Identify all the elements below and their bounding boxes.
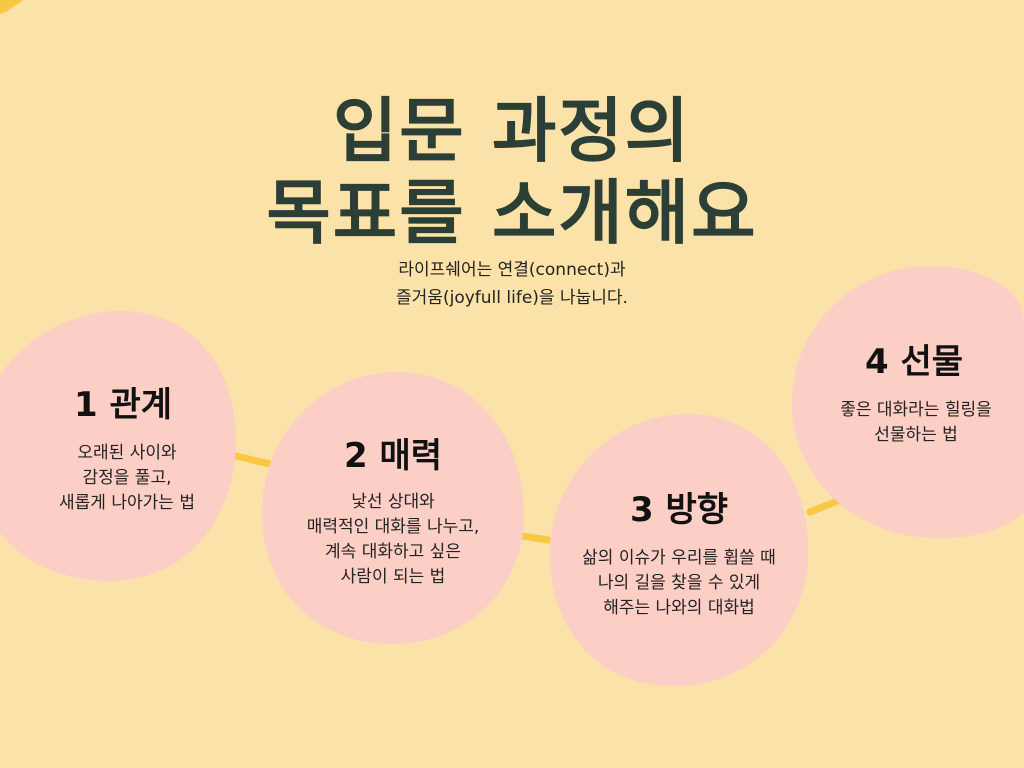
step-card-2: 2 매력 낯선 상대와 매력적인 대화를 나누고, 계속 대화하고 싶은 사람이…	[258, 368, 528, 648]
step-desc-3-line: 해주는 나와의 대화법	[603, 598, 755, 618]
title-line-2: 목표를 소개해요	[266, 172, 758, 254]
step-desc-1: 오래된 사이와 감정을 풀고, 새롭게 나아가는 법	[0, 441, 262, 516]
blob-shape-1	[0, 311, 236, 581]
step-card-3: 3 방향 삶의 이슈가 우리를 휩쓸 때 나의 길을 찾을 수 있게 해주는 나…	[544, 410, 814, 690]
blob-shape-2	[262, 372, 525, 645]
subtitle-line-1: 라이프쉐어는 연결(connect)과	[398, 260, 626, 280]
step-desc-4: 좋은 대화라는 힐링을 선물하는 법	[798, 398, 1024, 448]
title-line-1: 입문 과정의	[332, 90, 692, 172]
step-desc-2: 낯선 상대와 매력적인 대화를 나누고, 계속 대화하고 싶은 사람이 되는 법	[258, 490, 528, 590]
step-desc-1-line: 오래된 사이와	[77, 443, 177, 463]
step-desc-3-line: 나의 길을 찾을 수 있게	[597, 573, 761, 593]
step-desc-2-line: 매력적인 대화를 나누고,	[306, 517, 480, 537]
step-desc-3: 삶의 이슈가 우리를 휩쓸 때 나의 길을 찾을 수 있게 해주는 나와의 대화…	[544, 546, 814, 621]
step-desc-2-line: 계속 대화하고 싶은	[325, 542, 461, 562]
step-desc-3-line: 삶의 이슈가 우리를 휩쓸 때	[582, 548, 776, 568]
step-desc-4-line: 좋은 대화라는 힐링을	[840, 400, 992, 420]
subtitle-line-2: 즐거움(joyfull life)을 나눕니다.	[396, 288, 628, 308]
step-title-2: 2 매력	[343, 436, 443, 476]
step-card-1: 1 관계 오래된 사이와 감정을 풀고, 새롭게 나아가는 법	[0, 305, 240, 585]
step-title-3: 3 방향	[629, 490, 729, 530]
step-desc-1-line: 새롭게 나아가는 법	[59, 493, 195, 513]
step-desc-4-line: 선물하는 법	[874, 425, 958, 445]
step-title-1: 1 관계	[73, 385, 173, 425]
page-subtitle: 라이프쉐어는 연결(connect)과 즐거움(joyfull life)을 나…	[0, 256, 1024, 312]
blob-shape-3	[549, 413, 809, 687]
step-desc-2-line: 낯선 상대와	[351, 492, 435, 512]
page-title: 입문 과정의 목표를 소개해요	[0, 90, 1024, 254]
corner-decoration	[0, 0, 24, 14]
step-desc-2-line: 사람이 되는 법	[340, 567, 446, 587]
step-card-4: 4 선물 좋은 대화라는 힐링을 선물하는 법	[788, 262, 1024, 542]
step-title-4: 4 선물	[864, 342, 964, 382]
blob-shape-4	[792, 266, 1024, 539]
step-desc-1-line: 감정을 풀고,	[82, 468, 172, 488]
